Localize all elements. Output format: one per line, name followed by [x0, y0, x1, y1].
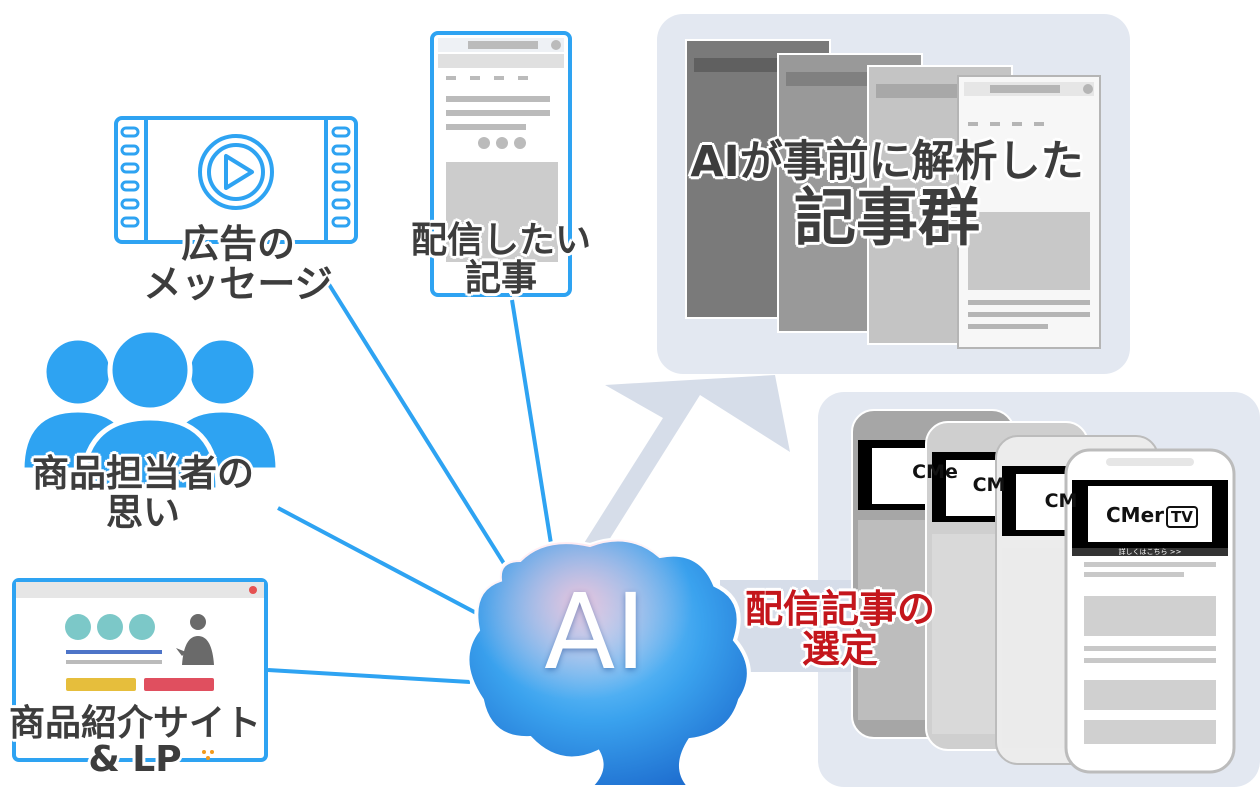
video-film-icon	[114, 116, 358, 244]
ad-message-label: 広告の メッセージ	[112, 222, 364, 306]
phone-ad-brand: CMer	[1106, 503, 1165, 527]
phone-ad-banner: 詳しくはこちら >>	[1118, 548, 1182, 556]
product-site-browser-icon	[12, 578, 268, 762]
phone-ad-brand-partial: CMe	[912, 461, 958, 483]
article-line-2: 記事	[464, 257, 537, 299]
selection-line-2: 選定	[801, 626, 878, 671]
ad-message-line-2: メッセージ	[143, 261, 333, 306]
analyzed-article-page	[957, 75, 1101, 349]
analyzed-articles-label: AIが事前に解析した 記事群	[672, 137, 1102, 255]
analyzed-article-stack	[685, 39, 1101, 349]
article-line-1: 配信したい	[410, 220, 591, 261]
selected-phone-stack	[851, 409, 1236, 774]
selection-label: 配信記事の 選定	[725, 587, 955, 671]
product-site-label: 商品紹介サイト & LP	[4, 706, 266, 778]
phone-ad-brand-short-b: CM	[1044, 490, 1078, 512]
product-owner-label: 商品担当者の 思い	[12, 452, 274, 534]
product-owner-line-2: 思い	[106, 490, 180, 534]
article-phone-icon	[430, 31, 572, 297]
ai-brain-icon	[465, 537, 751, 787]
analyzed-articles-line-1: AIが事前に解析した	[690, 137, 1084, 187]
ad-message-line-1: 広告の	[180, 222, 295, 266]
product-site-line-2: & LP	[88, 739, 182, 780]
ai-label: AI	[544, 571, 646, 693]
analyzed-articles-line-2: 記事群	[793, 181, 980, 255]
phone	[1064, 448, 1236, 774]
product-site-line-1: 商品紹介サイト	[8, 703, 261, 744]
people-icon	[19, 327, 281, 493]
connector-lines	[267, 276, 554, 684]
selection-line-1: 配信記事の	[744, 587, 935, 631]
product-owner-line-1: 商品担当者の	[32, 452, 254, 495]
article-label: 配信したい 記事	[405, 222, 597, 298]
phone-ad-brand-tv: TV	[1166, 506, 1198, 528]
phone-ad-brand-short-a: CM	[972, 474, 1006, 496]
